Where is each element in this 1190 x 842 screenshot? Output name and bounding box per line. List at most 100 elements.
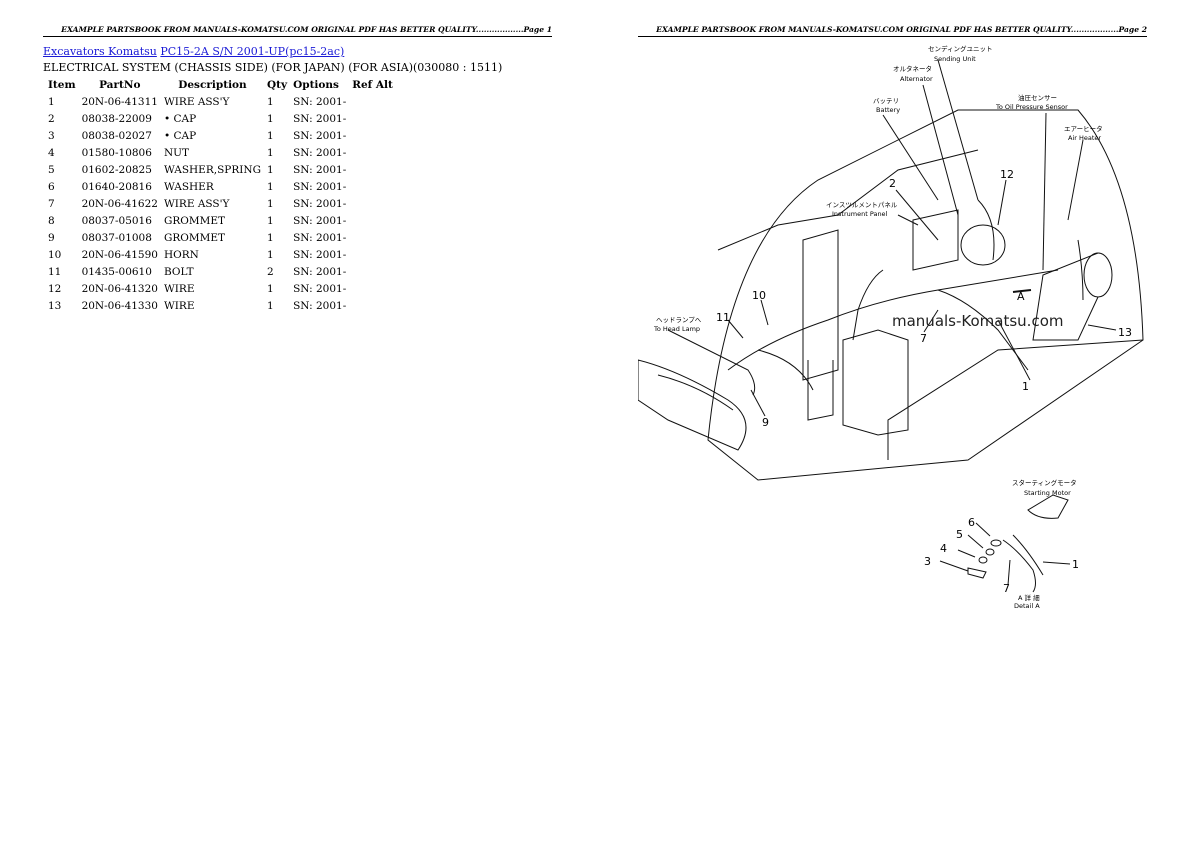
cell-options: SN: 2001- [293, 299, 347, 312]
col-header-description: Description [178, 78, 247, 91]
cell-item: 5 [48, 163, 55, 176]
harness-branch-lower [937, 289, 1029, 371]
cell-qty: 2 [266, 265, 274, 278]
section-title: ELECTRICAL SYSTEM (CHASSIS SIDE) (FOR JA… [43, 61, 503, 74]
callout-7: 7 [920, 332, 927, 345]
cell-item: 3 [48, 129, 55, 142]
leader-11 [727, 319, 744, 339]
cell-qty: 1 [266, 146, 274, 159]
leader-7 [923, 309, 939, 333]
cell-description: • CAP [163, 112, 197, 125]
callout-1: 1 [1022, 380, 1029, 393]
view-arrow [1012, 289, 1032, 293]
cell-partno: 01580-10806 [81, 146, 152, 159]
leader-alternator [922, 84, 959, 216]
air-heater-body [1032, 252, 1099, 341]
col-header-refalt: Ref Alt [352, 78, 393, 91]
leader-12 [997, 179, 1007, 226]
leader-10 [760, 299, 769, 326]
breadcrumb: Excavators Komatsu PC15-2A S/N 2001-UP(p… [43, 45, 344, 58]
label-battery-jp: バッテリ [873, 97, 899, 105]
label-oil-sensor: To Oil Pressure Sensor [995, 103, 1068, 111]
cell-description: HORN [163, 248, 199, 261]
battery-terminal-box [807, 360, 834, 421]
cell-qty: 1 [266, 214, 274, 227]
harness-branch-battery2 [852, 269, 884, 341]
col-header-partno: PartNo [99, 78, 141, 91]
cell-item: 12 [48, 282, 62, 295]
cell-description: BOLT [163, 265, 194, 278]
callout-11: 11 [716, 311, 730, 324]
label-oil-sensor-jp: 油圧センサー [1018, 93, 1057, 102]
label-detail: Detail A [1014, 602, 1040, 610]
cell-options: SN: 2001- [293, 112, 347, 125]
callout-13: 13 [1118, 326, 1132, 339]
cell-refalt [349, 178, 396, 195]
harness-main [727, 269, 1059, 371]
cell-refalt [349, 110, 396, 127]
detail-wire-7 [1012, 534, 1044, 576]
breadcrumb-link-excavators[interactable]: Excavators Komatsu [43, 45, 157, 58]
label-battery: Battery [876, 106, 900, 114]
cell-options: SN: 2001- [293, 231, 347, 244]
harness-branch-battery [757, 349, 814, 391]
cell-description: WIRE [163, 299, 195, 312]
detail-cap-3 [967, 567, 987, 579]
label-instrument-panel: Instrument Panel [832, 210, 888, 218]
chassis-outline [707, 109, 1144, 481]
cell-refalt [349, 195, 396, 212]
cell-qty: 1 [266, 282, 274, 295]
cell-partno: 01602-20825 [81, 163, 152, 176]
leader-oil-sensor [1042, 112, 1047, 271]
leader-6 [975, 522, 991, 537]
battery-right [842, 329, 909, 436]
label-head-lamp-jp: ヘッドランプへ [656, 316, 702, 324]
cell-partno: 01435-00610 [81, 265, 152, 278]
cell-description: WASHER [163, 180, 214, 193]
breadcrumb-link-model[interactable]: PC15-2A S/N 2001-UP(pc15-2ac) [160, 45, 345, 58]
label-starting-motor-jp: スターティングモータ [1012, 478, 1077, 487]
cell-partno: 20N-06-41622 [81, 197, 158, 210]
leader-3 [939, 560, 969, 572]
cell-partno: 08038-22009 [81, 112, 152, 125]
harness-head-lamp [667, 329, 756, 396]
page-1-header: EXAMPLE PARTSBOOK FROM MANUALS-KOMATSU.C… [43, 24, 552, 37]
leader-air-heater [1067, 139, 1084, 221]
cell-item: 11 [48, 265, 62, 278]
cell-refalt [349, 144, 396, 161]
watermark: manuals-Komatsu.com [892, 312, 1063, 330]
parts-table-header-row: Item PartNo Description Qty Options Ref … [45, 76, 396, 93]
cell-item: 10 [48, 248, 62, 261]
chassis-upper-edge [717, 149, 979, 251]
cell-refalt [349, 263, 396, 280]
callout-10: 10 [752, 289, 766, 302]
leader-7-detail [1007, 559, 1011, 586]
label-alternator-jp: オルタネータ [893, 64, 932, 73]
label-starting-motor: Starting Motor [1024, 489, 1071, 497]
cell-qty: 1 [266, 129, 274, 142]
cell-refalt [349, 297, 396, 314]
col-header-item: Item [48, 78, 76, 91]
cell-partno: 08037-05016 [81, 214, 152, 227]
air-heater-end [1083, 252, 1113, 298]
cell-description: • CAP [163, 129, 197, 142]
cell-options: SN: 2001- [293, 248, 347, 261]
cell-qty: 1 [266, 299, 274, 312]
cell-partno: 08037-01008 [81, 231, 152, 244]
callout-6: 6 [968, 516, 975, 529]
harness-sending-unit [977, 199, 995, 261]
frame-left [638, 359, 747, 451]
callout-3: 3 [924, 555, 931, 568]
cell-qty: 1 [266, 180, 274, 193]
detail-wire-1 [1002, 539, 1036, 593]
battery-left [802, 229, 839, 381]
